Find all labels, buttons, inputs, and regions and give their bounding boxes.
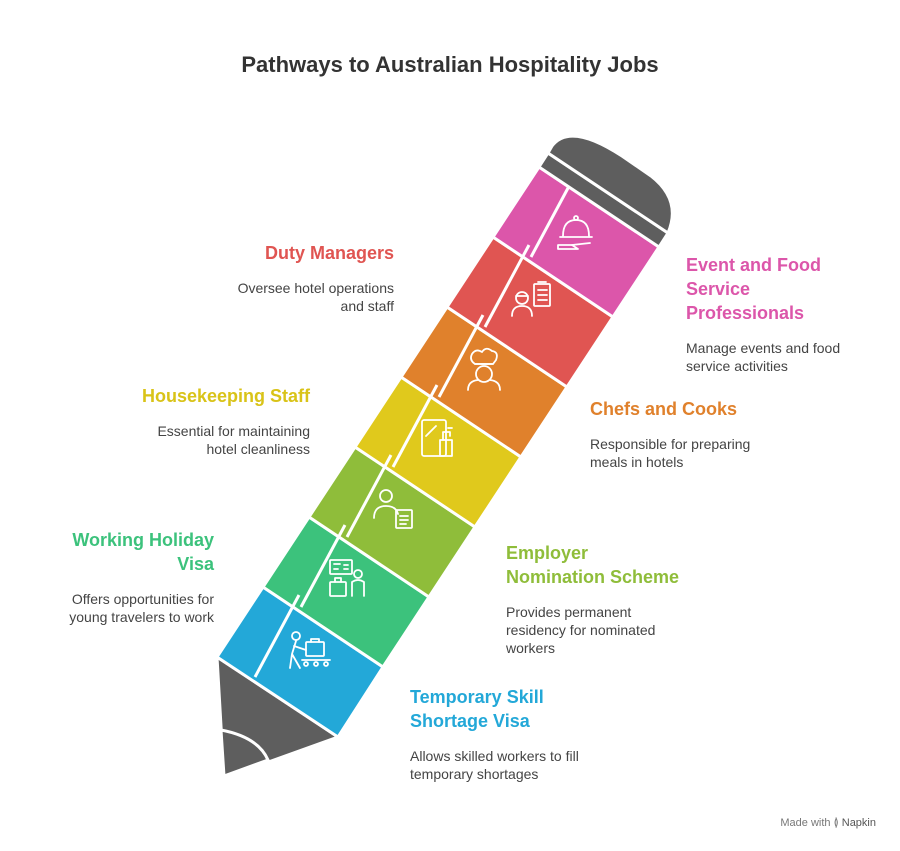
pencil-body <box>215 165 661 739</box>
label-duty-managers: Duty Managers Oversee hotel operations a… <box>134 241 394 315</box>
traveler-id-card-icon <box>329 559 365 597</box>
label-chefs-and-cooks: Chefs and Cooks Responsible for preparin… <box>590 397 850 471</box>
chef-hat-icon <box>467 347 501 391</box>
housekeeping-staff-description: Essential for maintaining hotel cleanlin… <box>157 423 310 457</box>
page-title: Pathways to Australian Hospitality Jobs <box>241 52 659 77</box>
working-holiday-visa-heading: Working Holiday Visa <box>72 530 214 574</box>
napkin-logo-icon: ≬ <box>833 817 839 829</box>
duty-managers-heading: Duty Managers <box>264 243 394 263</box>
food-cloche-icon <box>557 215 593 250</box>
pencil-eraser <box>537 134 674 249</box>
event-food-service-description: Manage events and food service activitie… <box>686 340 841 374</box>
worker-luggage-conveyor-icon <box>289 631 331 669</box>
label-event-food-service: Event and Food Service Professionals Man… <box>686 253 886 375</box>
working-holiday-visa-description: Offers opportunities for young travelers… <box>69 591 214 625</box>
made-with-napkin-footer: Made with ≬ Napkin <box>780 817 876 829</box>
cleaning-spray-icon <box>421 419 453 457</box>
eraser-cap <box>546 134 674 235</box>
employer-nomination-scheme-heading: Employer Nomination Scheme <box>506 543 680 587</box>
employee-document-icon <box>373 489 413 529</box>
label-housekeeping-staff: Housekeeping Staff Essential for maintai… <box>50 384 310 458</box>
duty-managers-description: Oversee hotel operations and staff <box>237 280 394 314</box>
pencil-tip-lead <box>219 728 271 779</box>
housekeeping-staff-heading: Housekeeping Staff <box>141 386 310 406</box>
event-food-service-heading: Event and Food Service Professionals <box>686 255 821 323</box>
label-working-holiday-visa: Working Holiday Visa Offers opportunitie… <box>0 528 214 626</box>
chefs-and-cooks-description: Responsible for preparing meals in hotel… <box>590 436 751 470</box>
temporary-skill-shortage-visa-heading: Temporary Skill Shortage Visa <box>410 687 544 731</box>
label-employer-nomination-scheme: Employer Nomination Scheme Provides perm… <box>506 541 766 657</box>
temporary-skill-shortage-visa-description: Allows skilled workers to fill temporary… <box>410 748 579 782</box>
manager-clipboard-icon <box>511 281 551 317</box>
label-temporary-skill-shortage-visa: Temporary Skill Shortage Visa Allows ski… <box>410 685 670 783</box>
employer-nomination-scheme-description: Provides permanent residency for nominat… <box>506 604 656 656</box>
chefs-and-cooks-heading: Chefs and Cooks <box>590 399 738 419</box>
